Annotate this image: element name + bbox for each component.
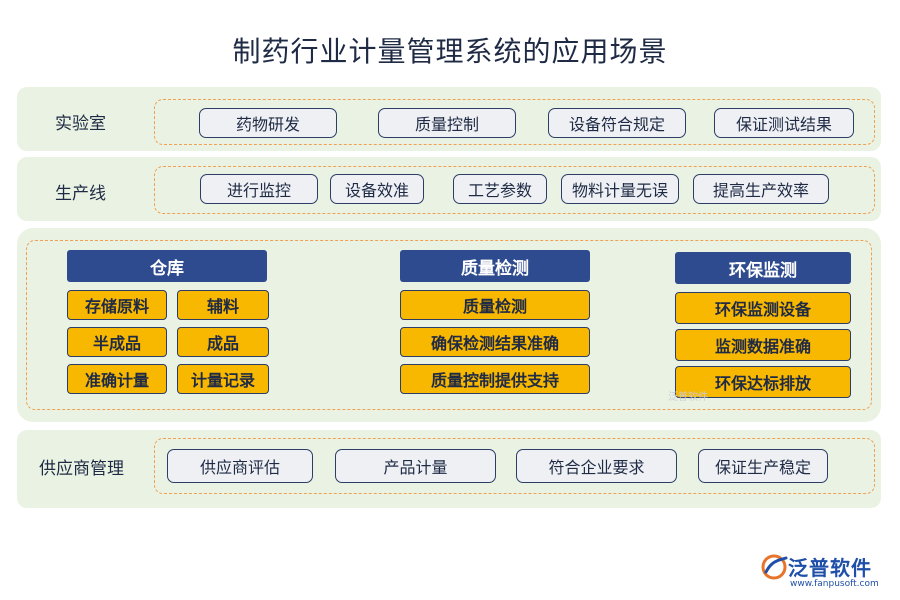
supplier-band: 供应商管理 供应商评估 产品计量 符合企业要求 保证生产稳定	[17, 430, 881, 508]
supplier-item-3: 符合企业要求	[516, 449, 677, 483]
env-item-2: 监测数据准确	[675, 329, 851, 361]
supplier-dashed-group	[154, 438, 875, 494]
production-item-1: 进行监控	[200, 174, 318, 204]
supplier-item-1: 供应商评估	[167, 449, 313, 483]
lab-item-4: 保证测试结果	[714, 108, 854, 138]
warehouse-item-6: 计量记录	[177, 364, 269, 394]
warehouse-item-4: 成品	[177, 327, 269, 357]
quality-header: 质量检测	[400, 250, 590, 282]
production-item-2: 设备效准	[330, 174, 424, 204]
fanpu-logo-icon	[761, 554, 788, 580]
operations-dashed-group	[26, 240, 872, 410]
fanpu-logo: 泛普软件 www.fanpusoft.com	[760, 552, 890, 594]
lab-band: 实验室 药物研发 质量控制 设备符合规定 保证测试结果	[17, 87, 881, 151]
warehouse-item-2: 辅料	[177, 290, 269, 320]
lab-dashed-group	[154, 99, 875, 145]
production-label: 生产线	[55, 184, 106, 204]
supplier-item-2: 产品计量	[335, 449, 496, 483]
warehouse-item-3: 半成品	[67, 327, 167, 357]
supplier-label: 供应商管理	[39, 459, 124, 479]
logo-url: www.fanpusoft.com	[790, 579, 879, 589]
page-title: 制药行业计量管理系统的应用场景	[232, 35, 668, 68]
lab-item-3: 设备符合规定	[548, 108, 686, 138]
logo-name: 泛普软件	[788, 556, 872, 580]
warehouse-item-1: 存储原料	[67, 290, 167, 320]
quality-item-1: 质量检测	[400, 290, 590, 320]
warehouse-item-5: 准确计量	[67, 364, 167, 394]
production-item-3: 工艺参数	[453, 174, 547, 204]
production-band: 生产线 进行监控 设备效准 工艺参数 物料计量无误 提高生产效率	[17, 157, 881, 221]
env-item-1: 环保监测设备	[675, 292, 851, 324]
quality-item-3: 质量控制提供支持	[400, 364, 590, 394]
watermark: 泛普软件	[668, 392, 708, 403]
production-item-4: 物料计量无误	[561, 174, 679, 204]
env-item-3: 环保达标排放	[675, 366, 851, 398]
production-dashed-group	[154, 166, 875, 214]
warehouse-header: 仓库	[67, 250, 267, 282]
supplier-item-4: 保证生产稳定	[698, 449, 828, 483]
quality-item-2: 确保检测结果准确	[400, 327, 590, 357]
production-item-5: 提高生产效率	[693, 174, 829, 204]
lab-label: 实验室	[55, 114, 106, 134]
lab-item-1: 药物研发	[199, 108, 337, 138]
env-header: 环保监测	[675, 252, 851, 284]
lab-item-2: 质量控制	[378, 108, 516, 138]
operations-band: 仓库 存储原料 辅料 半成品 成品 准确计量 计量记录 质量检测 质量检测 确保…	[17, 228, 881, 422]
